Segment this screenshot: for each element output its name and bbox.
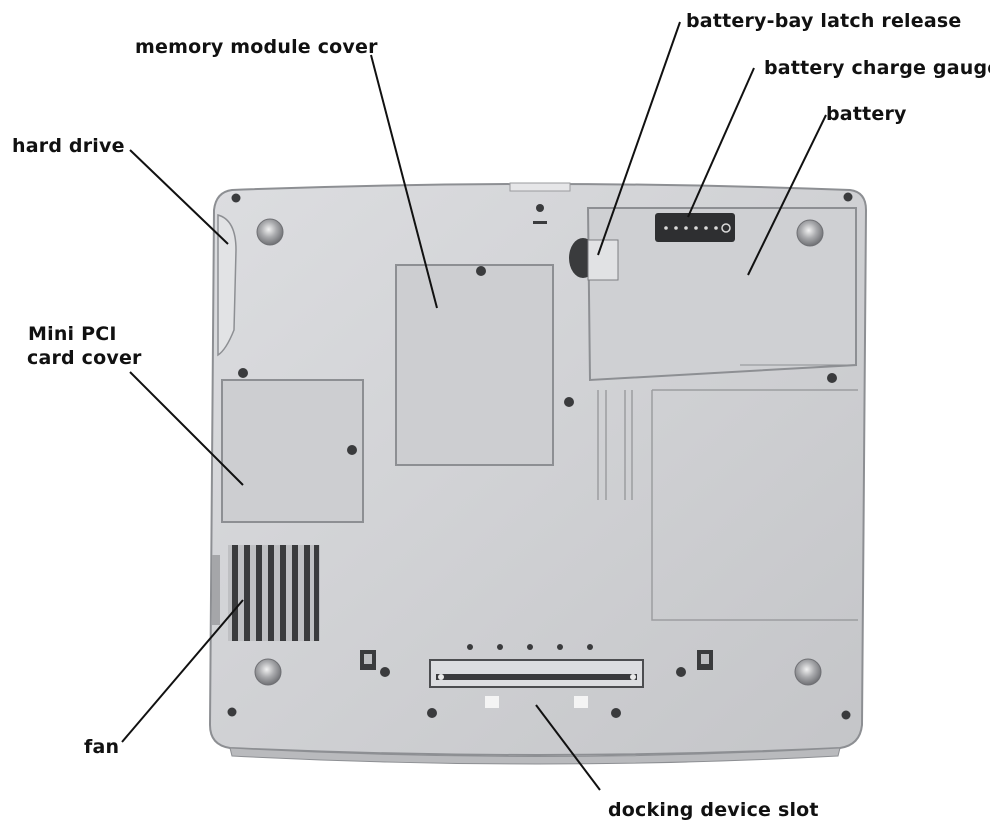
battery-bay-latch: [569, 238, 619, 281]
label-mini-pci-line1: Mini PCI: [28, 323, 117, 345]
fan-grille: [212, 545, 320, 641]
chassis-front-lip: [229, 747, 841, 765]
label-mini-pci-card-cover: Mini PCI card cover: [27, 322, 142, 370]
rubber-feet: [254, 218, 824, 686]
docking-device-slot: [429, 644, 644, 708]
mini-pci-card-cover: [221, 379, 364, 523]
label-fan: fan: [84, 736, 120, 758]
label-battery-bay-latch-release: battery-bay latch release: [686, 10, 962, 32]
side-grooves: [597, 389, 858, 621]
label-battery: battery: [826, 103, 907, 125]
label-hard-drive: hard drive: [12, 135, 125, 157]
label-battery-charge-gauge: battery charge gauge: [764, 57, 990, 79]
label-memory-module-cover: memory module cover: [135, 36, 378, 58]
label-docking-device-slot: docking device slot: [608, 799, 819, 821]
leader-lines: [121, 21, 827, 791]
hinge-tab: [509, 182, 571, 192]
label-mini-pci-line2: card cover: [27, 347, 142, 369]
memory-module-cover: [395, 264, 554, 466]
hard-drive-bay: [217, 214, 237, 357]
